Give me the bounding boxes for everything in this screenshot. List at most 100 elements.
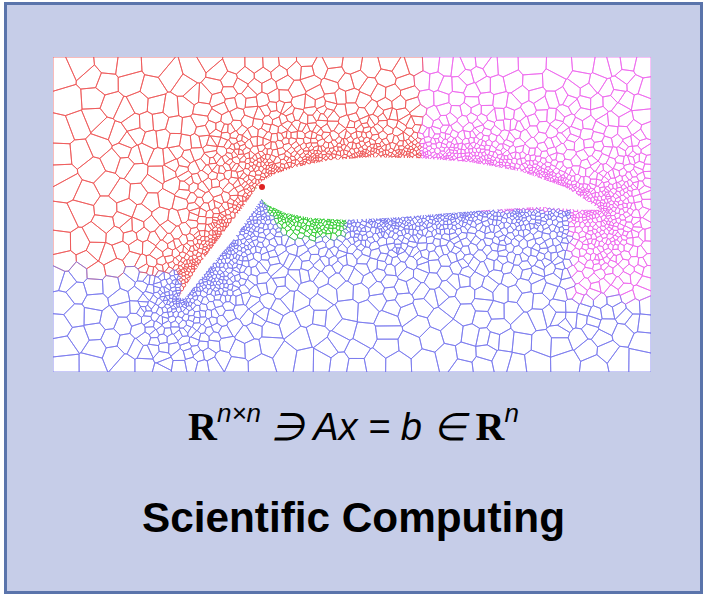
mesh-cell (439, 280, 457, 297)
airfoil-mesh (53, 57, 651, 372)
mesh-cell (589, 188, 594, 192)
mesh-cell (517, 292, 534, 313)
mesh-cell (598, 153, 609, 164)
mesh-cell (195, 159, 206, 171)
mesh-cell (625, 222, 633, 229)
mesh-cell (346, 127, 357, 134)
mesh-cell (328, 273, 346, 290)
mesh-cell (397, 251, 409, 262)
mesh-cell (507, 352, 527, 372)
mesh-cell (414, 71, 430, 91)
mesh-cell (467, 113, 478, 124)
mesh-cell (487, 332, 499, 351)
mesh-cell (427, 307, 453, 331)
mesh-cell (503, 140, 513, 147)
mesh-cell (522, 247, 531, 257)
mesh-cell (391, 256, 401, 266)
mesh-cell (53, 113, 75, 144)
mesh-cell (497, 256, 508, 265)
mesh-cell (448, 359, 473, 372)
mesh-cell (623, 264, 634, 275)
mesh-cell (628, 332, 651, 353)
mesh-cell (408, 217, 413, 220)
mesh-cell (156, 129, 170, 149)
mesh-cell (261, 216, 264, 220)
mesh-cell (585, 188, 589, 191)
mesh-cell (416, 262, 429, 274)
mesh-cell (211, 323, 222, 333)
mesh-cell (618, 283, 633, 295)
mesh-cell (581, 294, 594, 307)
mesh-cell (611, 89, 626, 102)
mesh-cell (297, 245, 309, 257)
mesh-cell (461, 153, 465, 157)
mesh-cell (401, 217, 405, 221)
mesh-cell (248, 354, 277, 372)
mesh-cell (628, 151, 637, 157)
mesh-cell (357, 244, 365, 251)
mesh-cell (511, 238, 519, 247)
mesh-cell (312, 57, 328, 80)
mesh-cell (201, 153, 210, 165)
mesh-cell (234, 245, 239, 249)
mesh-cell (367, 258, 378, 273)
mesh-cell (141, 57, 175, 77)
mesh-cell (492, 350, 512, 372)
mesh-cell (490, 75, 506, 95)
mesh-cell (224, 283, 229, 288)
mesh-cell (497, 154, 503, 159)
mesh-cell (629, 246, 638, 257)
mesh-cell (115, 157, 134, 178)
mesh-cell (358, 136, 364, 141)
mesh-cell (371, 134, 379, 141)
mesh-cell (504, 107, 515, 120)
mesh-cell (245, 163, 250, 168)
mesh-cell (568, 328, 588, 350)
mesh-cell (585, 260, 594, 269)
mesh-cell (418, 89, 434, 108)
mesh-cell (607, 346, 629, 372)
mesh-cell (395, 74, 415, 91)
mesh-cell (347, 244, 357, 254)
mesh-cell (286, 244, 298, 256)
mesh-cell (53, 173, 82, 203)
mesh-cell (323, 142, 329, 149)
mesh-cell (494, 259, 503, 271)
mesh-cell (475, 57, 491, 69)
mesh-cell (396, 108, 409, 121)
mesh-cell (233, 78, 248, 94)
mesh-cell (639, 296, 651, 315)
mesh-cell (495, 108, 505, 120)
mesh-cell (361, 123, 369, 128)
mesh-cell (347, 358, 367, 372)
mesh-cell (503, 70, 523, 93)
mesh-cell (257, 212, 261, 215)
mesh-cell (471, 236, 481, 246)
mesh-cell (582, 214, 587, 218)
mesh-cell (625, 314, 640, 333)
mesh-cell (250, 246, 256, 254)
mesh-cell (338, 147, 343, 151)
mesh-cell (558, 318, 574, 332)
mesh-cell (417, 257, 429, 266)
mesh-cell (297, 131, 305, 139)
mesh-cell (271, 142, 278, 150)
mesh-cell (468, 257, 480, 272)
mesh-cell (281, 228, 287, 236)
mesh-cell (94, 57, 118, 74)
mesh-cell (587, 238, 592, 244)
mesh-cell (527, 239, 536, 249)
mesh-cell (631, 94, 651, 111)
mesh-cell (294, 222, 298, 227)
mesh-cell (613, 264, 623, 276)
mesh-cell (625, 299, 640, 315)
mesh-cell (208, 235, 213, 239)
mesh-cell (213, 230, 216, 235)
mesh-cell (170, 74, 197, 96)
mesh-cell (563, 259, 572, 269)
mesh-cell (344, 339, 370, 359)
mesh-cell (85, 134, 112, 159)
mesh-cell (162, 233, 174, 243)
mesh-cell (588, 219, 593, 224)
mesh-cell (215, 350, 232, 372)
